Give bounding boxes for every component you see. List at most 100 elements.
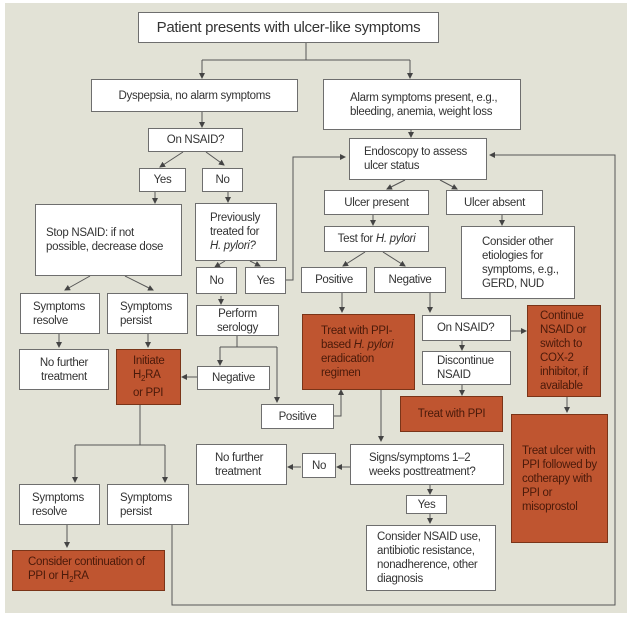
node-consider-nsaid-use: Consider NSAID use, antibiotic resistanc… xyxy=(366,525,496,591)
connector xyxy=(214,260,226,268)
title-text: Patient presents with ulcer-like symptom… xyxy=(156,18,421,36)
node-text: Endoscopy to assess ulcer status xyxy=(364,146,467,172)
connector xyxy=(64,275,91,291)
text-part: Symptoms xyxy=(120,491,172,504)
node-treat-ulcer-cotherapy: Treat ulcer with PPI followed by cothera… xyxy=(511,414,608,543)
node-text: Discontinue NSAID xyxy=(437,355,494,381)
node-text: Signs/symptoms 1–2 weeks posttreatment? xyxy=(369,451,476,478)
connector xyxy=(439,179,458,190)
node-text: Yes xyxy=(256,274,275,287)
text-part: persist xyxy=(120,505,152,518)
node-text: Continue NSAID or switch to COX-2 inhibi… xyxy=(540,310,588,392)
text-part: Symptoms xyxy=(32,491,84,504)
node-other-etiologies: Consider other etiologies for symptoms, … xyxy=(461,226,575,299)
connector xyxy=(386,179,406,190)
text-part: resolve xyxy=(32,505,67,518)
connector xyxy=(286,154,346,281)
node-negative-1: Negative xyxy=(197,366,270,390)
text-part: Symptoms xyxy=(33,300,85,313)
node-text: Consider other etiologies for symptoms, … xyxy=(482,235,559,290)
node-positive-1: Positive xyxy=(261,404,334,429)
node-previously-treated: Previously treated for H. pylori? xyxy=(195,203,277,261)
connector xyxy=(382,251,406,267)
text-part: RA xyxy=(73,569,89,582)
text-part: Test for xyxy=(337,233,376,245)
text-part-italic: H. pylori xyxy=(353,339,394,351)
node-text: Treat ulcer with PPI followed by cothera… xyxy=(522,444,597,513)
connector xyxy=(342,251,366,267)
text-part-italic: H. pylori xyxy=(375,233,416,245)
node-text: No xyxy=(311,459,327,472)
node-text: Treat with PPI-based H. pylori eradicati… xyxy=(321,324,408,380)
node-consider-continuation: Consider continuation of PPI or H2RA xyxy=(12,550,165,591)
node-text: Ulcer present xyxy=(344,196,409,209)
node-text: No further treatment xyxy=(39,356,89,383)
connector xyxy=(249,260,261,267)
node-text: Yes xyxy=(417,498,436,511)
node-text: Stop NSAID: if not possible, decrease do… xyxy=(46,227,164,253)
text-part: Initiate xyxy=(133,355,165,367)
node-text: On NSAID? xyxy=(166,134,225,146)
connector xyxy=(220,336,277,348)
text-part: Previously treated for xyxy=(210,212,261,238)
node-signs-symptoms: Signs/symptoms 1–2 weeks posttreatment? xyxy=(350,444,504,485)
subscript: 2 xyxy=(141,374,146,383)
text-part: eradication regimen xyxy=(321,353,374,379)
node-no-2: No xyxy=(196,267,237,294)
text-part: or PPI xyxy=(133,387,164,399)
node-discontinue-nsaid: Discontinue NSAID xyxy=(422,351,511,385)
node-yes-3: Yes xyxy=(406,495,447,514)
text-part: resolve xyxy=(33,314,68,327)
node-text: Consider NSAID use, antibiotic resistanc… xyxy=(377,531,481,585)
text-part: H xyxy=(133,369,142,381)
node-yes-2: Yes xyxy=(245,267,286,294)
node-endoscopy: Endoscopy to assess ulcer status xyxy=(349,138,487,180)
node-text: Positive xyxy=(278,410,317,423)
node-dyspepsia: Dyspepsia, no alarm symptoms xyxy=(91,79,298,112)
text-part: Consider continuation of PPI or H xyxy=(28,555,145,582)
node-negative-2: Negative xyxy=(374,267,446,293)
node-treat-with-ppi: Treat with PPI xyxy=(400,396,503,432)
node-positive-2: Positive xyxy=(301,267,367,293)
node-text: Positive xyxy=(315,274,353,286)
node-stop-nsaid: Stop NSAID: if not possible, decrease do… xyxy=(35,204,182,276)
node-text: Perform serology xyxy=(216,307,259,334)
node-test-h-pylori: Test for H. pylori xyxy=(324,226,429,252)
connector xyxy=(205,151,225,166)
node-no-1: No xyxy=(202,168,243,192)
node-alarm: Alarm symptoms present, e.g., bleeding, … xyxy=(323,79,521,130)
node-text: Treat with PPI xyxy=(417,408,486,420)
node-no-further-1: No further treatment xyxy=(19,349,109,390)
connector xyxy=(75,405,165,446)
connector xyxy=(334,389,344,417)
connector xyxy=(171,152,616,606)
node-on-nsaid-1: On NSAID? xyxy=(148,128,243,152)
text-part-italic: H. pylori? xyxy=(210,240,256,252)
node-text: Yes xyxy=(153,174,172,186)
node-ulcer-present: Ulcer present xyxy=(324,190,429,215)
node-no-3: No xyxy=(302,453,336,478)
node-no-further-2: No further treatment xyxy=(196,444,287,485)
connector xyxy=(202,43,410,61)
node-perform-serology: Perform serology xyxy=(196,305,279,336)
node-text: Dyspepsia, no alarm symptoms xyxy=(118,89,271,102)
node-on-nsaid-2: On NSAID? xyxy=(422,315,511,341)
node-text: No further treatment xyxy=(215,451,264,478)
node-treat-ppi-based-eradication: Treat with PPI-based H. pylori eradicati… xyxy=(302,314,415,390)
title-box: Patient presents with ulcer-like symptom… xyxy=(138,12,439,43)
text-part: Symptoms xyxy=(120,300,172,313)
node-text: No xyxy=(215,174,230,186)
node-text: Alarm symptoms present, e.g., bleeding, … xyxy=(350,91,498,118)
node-text: Negative xyxy=(388,274,432,286)
connector xyxy=(159,151,184,168)
node-text: Consider continuation of PPI or H2RA xyxy=(28,555,158,587)
text-part: Treat with PPI-based xyxy=(321,325,393,351)
node-text: On NSAID? xyxy=(437,322,495,334)
